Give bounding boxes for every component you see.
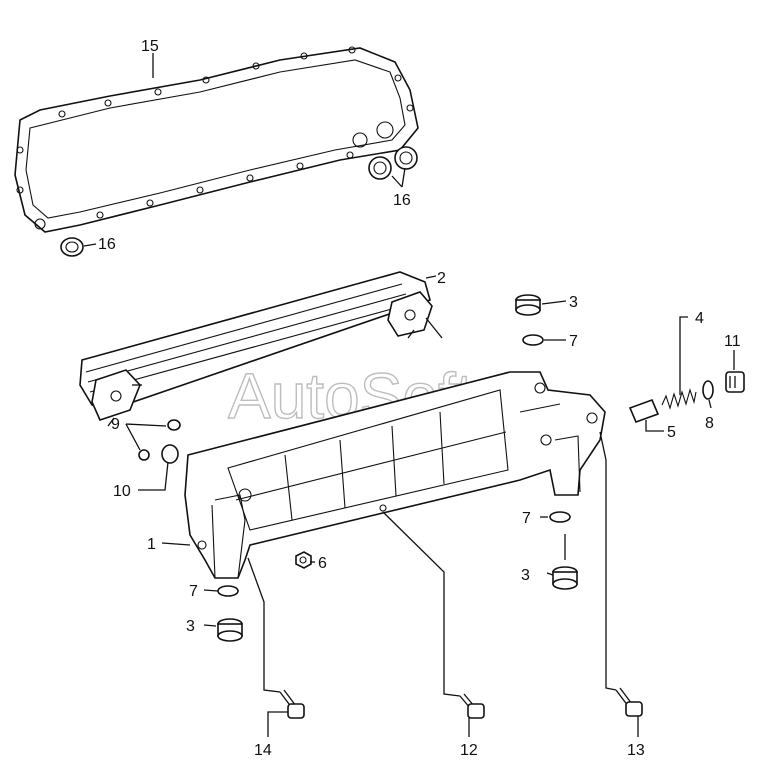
spring-part-4 <box>661 388 697 410</box>
callout-16-top: 16 <box>393 192 411 209</box>
callout-7-right: 7 <box>522 510 531 527</box>
plug-part-3-top <box>515 294 541 316</box>
callout-3-right: 3 <box>521 567 530 584</box>
callout-5: 5 <box>667 424 676 441</box>
callout-13: 13 <box>627 742 645 759</box>
callout-10: 10 <box>113 483 131 500</box>
bolt-part-12 <box>459 693 485 719</box>
washer-part-8 <box>702 380 714 400</box>
callout-3-top: 3 <box>569 294 578 311</box>
callout-15: 15 <box>141 38 159 55</box>
ring-part-9b <box>138 449 150 461</box>
callout-3-left: 3 <box>186 618 195 635</box>
o-ring-part-16-a <box>368 146 418 180</box>
callout-7-left: 7 <box>189 583 198 600</box>
plug-part-3-left <box>217 618 243 642</box>
washer-part-7-left <box>217 585 239 597</box>
callout-1: 1 <box>147 536 156 553</box>
gasket-part-15 <box>14 46 419 233</box>
bolt-part-14 <box>279 689 305 719</box>
ring-part-10 <box>161 444 179 464</box>
plug-part-3-right <box>552 566 578 590</box>
callouts: 15 16 16 2 3 7 4 11 8 5 9 10 1 6 7 7 3 3… <box>98 38 741 759</box>
washer-part-7-right <box>549 511 571 523</box>
callout-9: 9 <box>111 416 120 433</box>
callout-12: 12 <box>460 742 478 759</box>
valve-part-5 <box>628 398 660 424</box>
callout-4: 4 <box>695 310 704 327</box>
callout-8: 8 <box>705 415 714 432</box>
callout-14: 14 <box>254 742 272 759</box>
cooler-housing-part-1 <box>184 371 606 579</box>
bolt-part-13 <box>615 687 643 717</box>
o-ring-part-16-b <box>60 237 84 257</box>
washer-part-7-top <box>522 334 544 346</box>
nut-part-6 <box>295 551 312 569</box>
leader-lines <box>83 53 735 737</box>
cooler-element-part-2 <box>79 271 443 427</box>
plug-part-11 <box>725 371 745 393</box>
ring-part-9 <box>167 419 181 431</box>
callout-7-top: 7 <box>569 333 578 350</box>
callout-6: 6 <box>318 555 327 572</box>
callout-16-left: 16 <box>98 236 116 253</box>
callout-11: 11 <box>724 333 741 350</box>
callout-2: 2 <box>437 270 446 287</box>
